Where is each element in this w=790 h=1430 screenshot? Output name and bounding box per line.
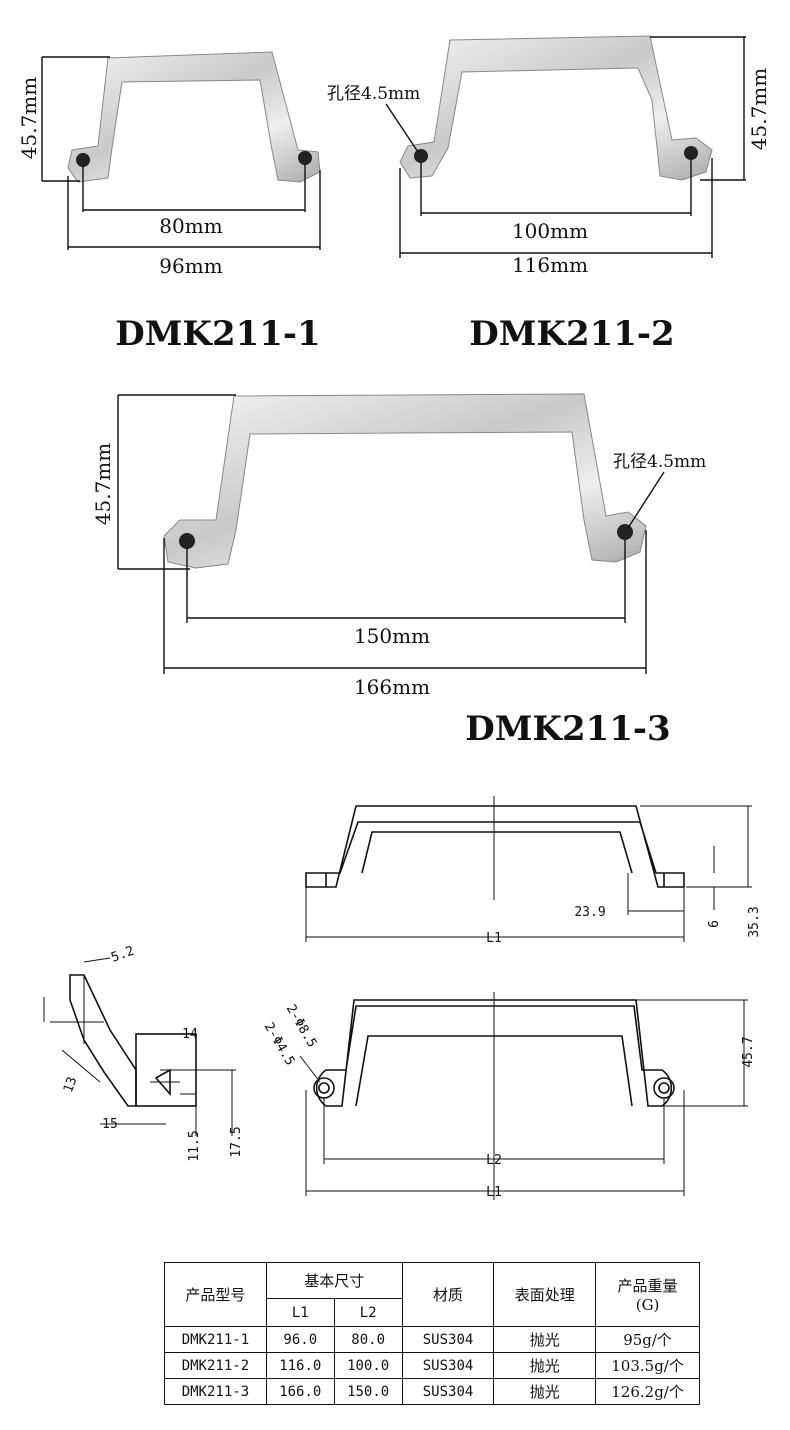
cell-l2: 150.0: [333, 1378, 403, 1405]
dimensions-photo-3: 孔径4.5mm 45.7mm 150mm 166mm DMK211-3: [91, 394, 706, 749]
cell-l2: 80.0: [333, 1326, 403, 1353]
mount-hole: [617, 524, 633, 540]
l2-label: 80mm: [159, 214, 222, 238]
cell-l1: 116.0: [265, 1352, 335, 1379]
model-name: DMK211-1: [115, 314, 320, 354]
handle-photo-1: [67, 51, 321, 183]
l2-label: 100mm: [512, 219, 588, 243]
height-label: 45.7mm: [17, 77, 41, 159]
cell-surface: 抛光: [493, 1326, 597, 1353]
l1-label: 166mm: [354, 675, 430, 699]
header-weight: 产品重量 (G): [595, 1262, 700, 1327]
header-l1: L1: [265, 1298, 335, 1327]
l1-label: 116mm: [512, 253, 588, 277]
side-view-drawing: 35.3 6 23.9 L1: [305, 796, 762, 946]
dimensions-photo-1: 45.7mm 80mm 96mm DMK211-1: [17, 56, 321, 354]
dimensions-photo-2: 孔径4.5mm 45.7mm 100mm 116mm DMK211-2: [327, 36, 771, 354]
cell-model: DMK211-2: [164, 1352, 267, 1379]
mount-hole: [684, 146, 698, 160]
cell-weight: 126.2g/个: [595, 1378, 700, 1405]
section-view-drawing: 5.2 13 14 15 11.5 17.5: [43, 944, 244, 1162]
mount-hole: [414, 149, 428, 163]
handle-body: [67, 51, 321, 183]
dim-6: 6: [707, 920, 722, 928]
handle-body: [163, 393, 647, 569]
height-label: 45.7mm: [91, 443, 115, 525]
dim-14: 14: [182, 1027, 198, 1042]
dim-l1: L1: [486, 1185, 502, 1200]
mount-hole-inner: [318, 1082, 330, 1094]
hole-outer-callout: 2-Φ8.5: [283, 1002, 319, 1050]
handle-photo-3: [163, 393, 647, 569]
model-name: DMK211-3: [465, 709, 670, 749]
dim-5-2: 5.2: [109, 944, 136, 966]
l2-label: 150mm: [354, 624, 430, 648]
mount-hole-inner: [658, 1082, 670, 1094]
dim-45-7: 45.7: [741, 1036, 756, 1067]
hole-diameter-label: 孔径4.5mm: [327, 84, 420, 104]
header-basic-size: 基本尺寸: [265, 1262, 403, 1299]
dim-11-5: 11.5: [187, 1130, 202, 1161]
header-material: 材质: [401, 1262, 495, 1327]
cell-l2: 100.0: [333, 1352, 403, 1379]
table-row: DMK211-2 116.0 100.0 SUS304 抛光 103.5g/个: [164, 1352, 700, 1379]
cell-model: DMK211-3: [164, 1378, 267, 1405]
handle-photo-2: [399, 35, 713, 181]
cell-model: DMK211-1: [164, 1326, 267, 1353]
mount-hole: [298, 151, 312, 165]
cell-material: SUS304: [401, 1326, 495, 1353]
cell-material: SUS304: [401, 1352, 495, 1379]
mount-hole: [76, 153, 90, 167]
hole-diameter-label: 孔径4.5mm: [613, 452, 706, 472]
dim-l1: L1: [486, 931, 502, 946]
handle-body: [399, 35, 713, 181]
cell-weight: 103.5g/个: [595, 1352, 700, 1379]
header-weight-label: 产品重量: [617, 1277, 678, 1295]
cell-l1: 96.0: [265, 1326, 335, 1353]
cell-surface: 抛光: [493, 1378, 597, 1405]
header-weight-unit: (G): [635, 1296, 660, 1314]
height-label: 45.7mm: [747, 68, 771, 150]
dim-23-9: 23.9: [574, 905, 605, 920]
header-l2: L2: [333, 1298, 403, 1327]
table-row: DMK211-3 166.0 150.0 SUS304 抛光 126.2g/个: [164, 1378, 700, 1405]
cell-l1: 166.0: [265, 1378, 335, 1405]
dim-13: 13: [61, 1075, 80, 1095]
model-name: DMK211-2: [469, 314, 674, 354]
dim-17-5: 17.5: [229, 1126, 244, 1157]
mount-hole: [179, 533, 195, 549]
l1-label: 96mm: [159, 254, 222, 278]
dim-l2: L2: [486, 1153, 502, 1168]
table-row: DMK211-1 96.0 80.0 SUS304 抛光 95g/个: [164, 1326, 700, 1353]
dim-15: 15: [102, 1117, 118, 1132]
hole-inner-callout: 2-Φ4.5: [261, 1020, 297, 1068]
cell-surface: 抛光: [493, 1352, 597, 1379]
spec-table: 产品型号 基本尺寸 材质 表面处理 产品重量 (G) L1 L2 DMK211-…: [164, 1262, 700, 1405]
header-surface: 表面处理: [493, 1262, 597, 1327]
header-model: 产品型号: [164, 1262, 267, 1327]
cell-weight: 95g/个: [595, 1326, 700, 1353]
dim-35-3: 35.3: [747, 906, 762, 937]
top-view-drawing: 45.7 2-Φ8.5 2-Φ4.5 L2 L1: [261, 992, 756, 1200]
cell-material: SUS304: [401, 1378, 495, 1405]
